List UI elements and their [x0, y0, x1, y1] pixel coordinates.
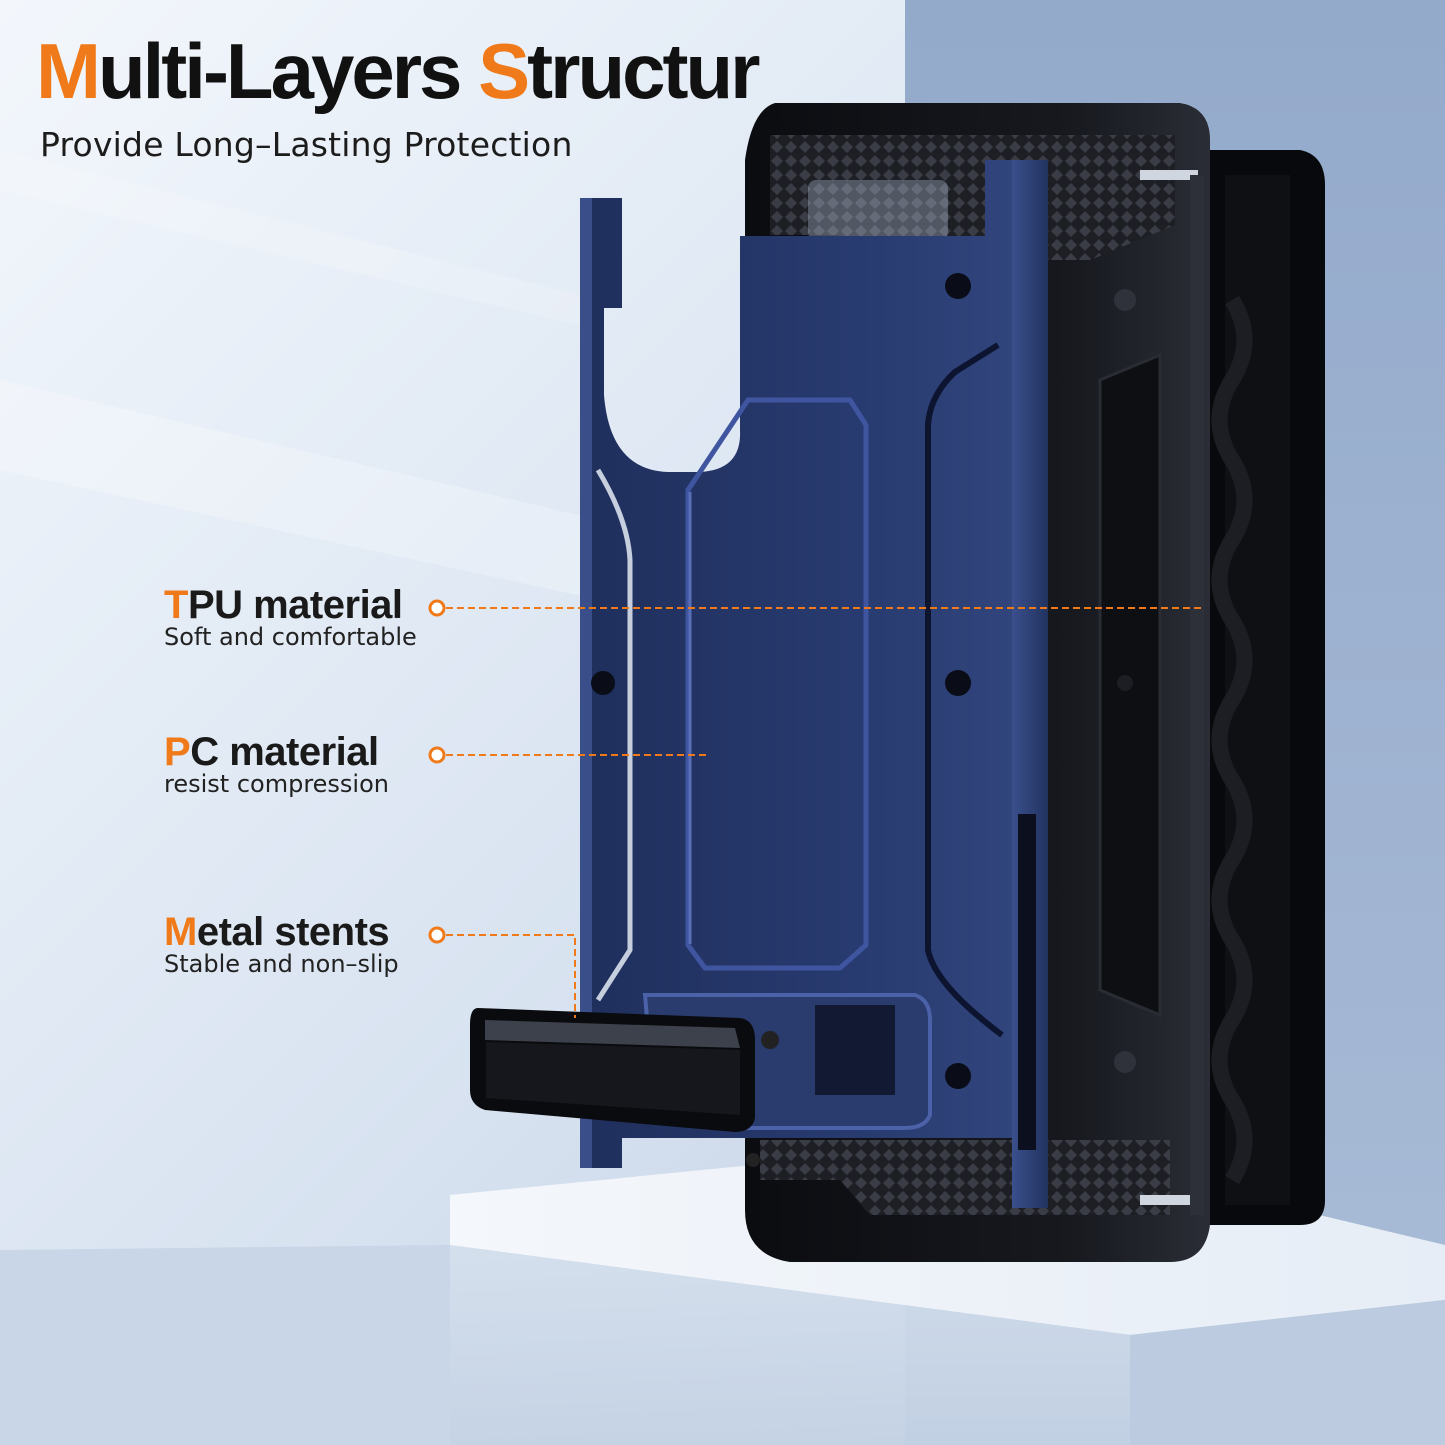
headline-word-2: tructur [527, 27, 760, 115]
feature-metal: Metal stents Stable and non–slip [164, 910, 399, 979]
feature-tpu: TPU material Soft and comfortable [164, 583, 417, 652]
feature-metal-initial: M [164, 910, 197, 954]
feature-pc-initial: P [164, 730, 191, 774]
feature-tpu-title: TPU material [164, 583, 417, 627]
feature-pc-title: PC material [164, 730, 389, 774]
feature-pc-title-rest: C material [190, 730, 379, 774]
metal-callout-dot [428, 926, 446, 944]
headline-initial-m: M [36, 27, 101, 115]
feature-metal-description: Stable and non–slip [164, 950, 399, 978]
metal-kickstand [470, 1008, 779, 1167]
pc-callout-dot [428, 746, 446, 764]
feature-pc-description: resist compression [164, 770, 389, 798]
feature-tpu-title-rest: PU material [187, 583, 403, 627]
tpu-callout-dot [428, 599, 446, 617]
feature-tpu-initial: T [164, 583, 188, 627]
callout-lines [428, 599, 1205, 1018]
headline: Multi-Layers Structur [36, 26, 761, 116]
subheadline: Provide Long–Lasting Protection [40, 125, 573, 164]
feature-metal-title-rest: etal stents [196, 910, 390, 954]
headline-word-1: ulti-Layers [97, 27, 479, 115]
feature-tpu-description: Soft and comfortable [164, 623, 417, 651]
feature-pc: PC material resist compression [164, 730, 389, 799]
headline-initial-s: S [478, 27, 530, 115]
feature-metal-title: Metal stents [164, 910, 399, 954]
